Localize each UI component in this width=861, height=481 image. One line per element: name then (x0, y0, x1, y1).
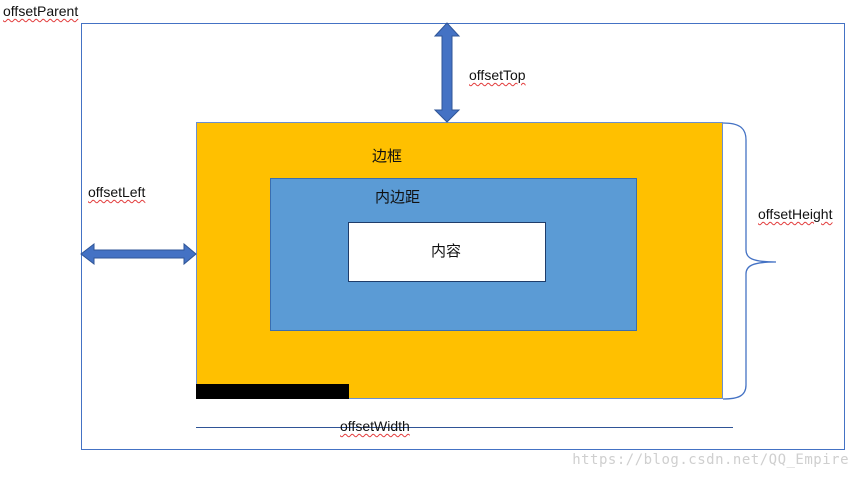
offset-width-label: offsetWidth (340, 418, 410, 434)
border-label: 边框 (372, 148, 403, 165)
offset-parent-frame (81, 23, 845, 450)
scrollbar-bar (196, 384, 349, 399)
padding-label: 内边距 (375, 189, 421, 206)
offset-parent-label: offsetParent (3, 3, 79, 19)
watermark-text: https://blog.csdn.net/QQ_Empire (572, 452, 849, 468)
offset-left-label: offsetLeft (88, 184, 146, 200)
offset-top-label: offsetTop (469, 67, 526, 83)
content-region (348, 222, 546, 282)
content-label: 内容 (431, 243, 462, 260)
offset-height-label: offsetHeight (758, 206, 833, 222)
offset-width-line (196, 427, 733, 428)
